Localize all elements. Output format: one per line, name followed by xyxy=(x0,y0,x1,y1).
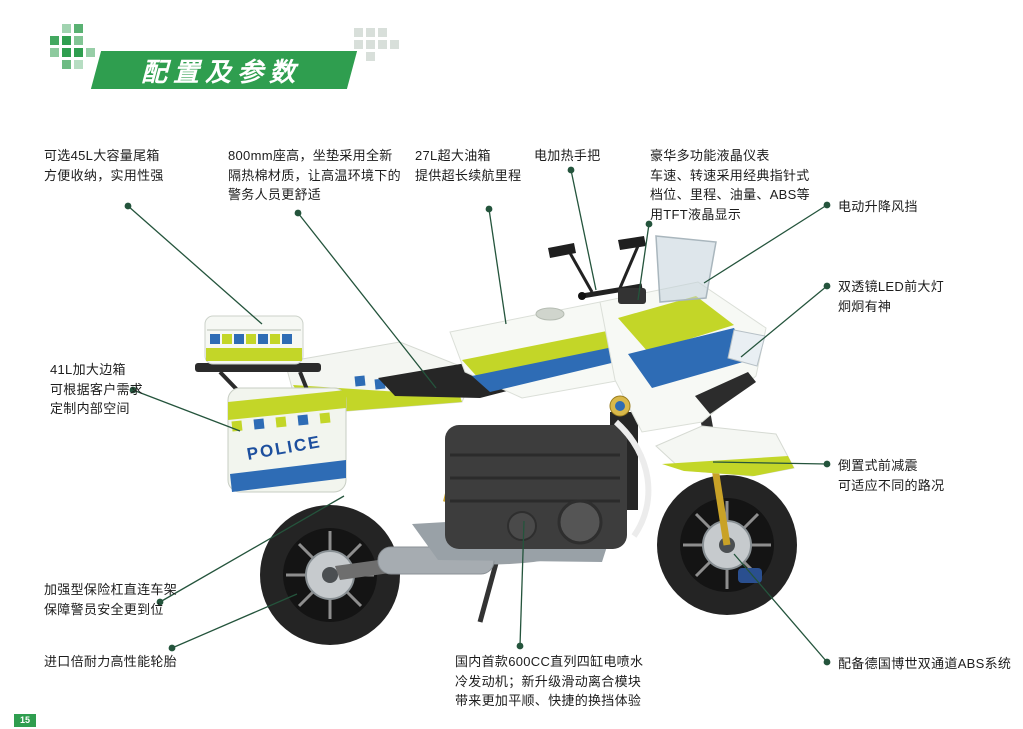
instrument-panel xyxy=(618,288,646,304)
front-fairing xyxy=(599,281,767,433)
decor-pixels-left xyxy=(50,24,95,69)
callout-side-case: 41L加大边箱 可根据客户需求 定制内部空间 xyxy=(50,362,144,416)
callout-tires: 进口倍耐力高性能轮胎 xyxy=(44,654,178,669)
rear-wheel xyxy=(258,503,402,647)
callout-headlight: 双透镜LED前大灯 炯炯有神 xyxy=(838,279,944,314)
engine-block xyxy=(445,412,652,549)
page-number-badge: 15 xyxy=(14,714,36,727)
page-title-banner: 配置及参数 xyxy=(90,51,358,89)
callout-abs-system: 配备德国博世双通道ABS系统 xyxy=(838,656,1012,671)
tail-box xyxy=(204,315,304,365)
handlebar-grip xyxy=(578,292,586,300)
crash-bar xyxy=(613,419,652,538)
callout-fuel-tank: 27L超大油箱 提供超长续航里程 xyxy=(415,148,522,183)
page-number: 15 xyxy=(19,715,30,725)
motorcycle-illustration: POLICE xyxy=(195,235,799,647)
callout-crash-bar: 加强型保险杠直连车架 保障警员安全更到位 xyxy=(44,582,178,617)
brake-caliper xyxy=(738,568,762,583)
page-title: 配置及参数 xyxy=(139,56,308,87)
callout-heated-grips: 电加热手把 xyxy=(534,148,601,163)
callout-tail-box: 可选45L大容量尾箱 方便收纳，实用性强 xyxy=(44,148,164,183)
side-pannier: POLICE xyxy=(227,387,347,493)
callout-front-suspension: 倒置式前减震 可适应不同的路况 xyxy=(838,458,945,493)
callout-seat: 800mm座高，坐垫采用全新 隔热棉材质，让高温环境下的 警务人员更舒适 xyxy=(228,148,401,202)
callout-instrument-cluster: 豪华多功能液晶仪表 车速、转速采用经典指针式 档位、里程、油量、ABS等 用TF… xyxy=(650,148,810,222)
windshield xyxy=(655,235,717,303)
decor-pixels-right xyxy=(354,28,399,61)
callout-engine: 国内首款600CC直列四缸电喷水 冷发动机；新升级滑动离合模块 带来更加平顺、快… xyxy=(455,654,644,708)
fuel-tank xyxy=(449,301,643,399)
mirrors xyxy=(548,236,646,293)
callout-windshield: 电动升降风挡 xyxy=(838,199,918,214)
